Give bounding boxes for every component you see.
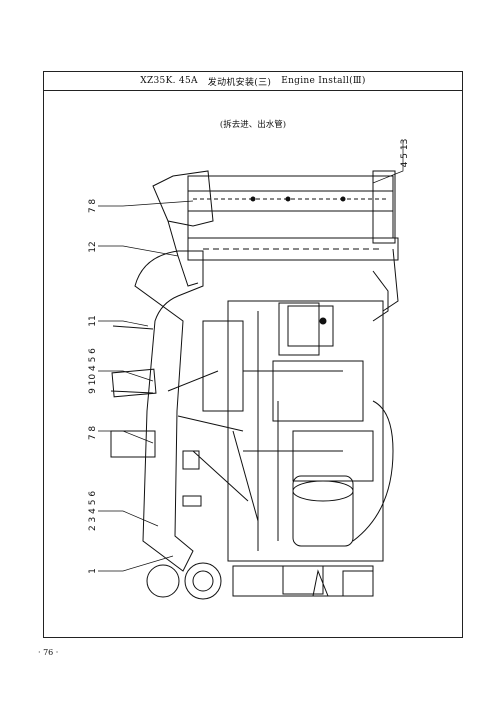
callout-leaders [98, 141, 404, 572]
callout-8: 4 5 13 [400, 139, 410, 168]
page-number: · 76 · [38, 648, 59, 657]
diagram-subtitle: (拆去进、出水管) [219, 120, 287, 130]
engine-assembly [110, 170, 399, 600]
callout-1: 1 [88, 568, 98, 574]
callout-6: 12 [88, 241, 98, 252]
callouts: 1 2 3 4 5 6 7 8 9 10 4 5 6 11 12 7 8 4 5… [88, 139, 410, 574]
engine-install-drawing: 1 2 3 4 5 6 7 8 9 10 4 5 6 11 12 7 8 4 5… [88, 139, 410, 600]
model-code: XZ35K. 45A [140, 76, 198, 86]
title-bar: XZ35K. 45A 发动机安装(三) Engine Install(Ⅲ) [44, 72, 462, 91]
callout-3: 7 8 [88, 426, 98, 441]
page-frame: XZ35K. 45A 发动机安装(三) Engine Install(Ⅲ) (拆… [43, 71, 463, 638]
radiator [187, 175, 394, 239]
title-chinese: 发动机安装(三) [207, 77, 272, 88]
callout-4: 9 10 4 5 6 [88, 348, 98, 394]
callout-5: 11 [88, 315, 98, 326]
title-english: Engine Install(Ⅲ) [281, 76, 366, 86]
callout-2: 2 3 4 5 6 [88, 491, 98, 531]
callout-7: 7 8 [88, 199, 98, 214]
